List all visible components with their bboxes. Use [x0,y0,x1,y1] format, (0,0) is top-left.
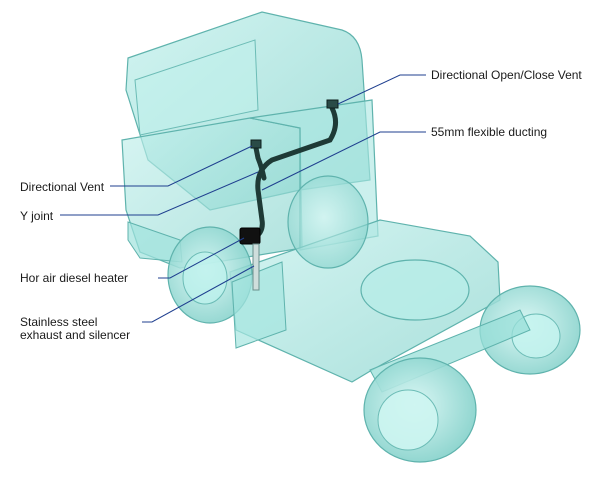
leader-directional-open-close-vent [337,74,426,105]
label-directional-open-close-vent: Directional Open/Close Vent [431,68,582,82]
directional-vent-part [250,139,262,149]
leader-directional-vent [110,145,253,187]
leader-y-joint [60,171,259,216]
exhaust-pipe-part [252,243,260,291]
leader-exhaust [142,265,255,323]
front-wheel-left-hub [182,251,228,305]
label-exhaust-line1: Stainless steel [20,315,98,329]
rear-wheel-left-hub [377,389,439,451]
fifth-wheel [360,259,470,321]
side-tank [231,261,287,349]
label-heater: Hor air diesel heater [20,271,129,285]
label-directional-vent: Directional Vent [20,180,105,194]
y-joint-branch [253,145,267,181]
leader-heater [158,237,245,279]
windshield [134,39,259,136]
label-y-joint: Y joint [20,209,54,223]
directional-open-close-vent-part [326,99,339,109]
diesel-heater-part [239,227,261,245]
front-bumper [127,221,183,263]
label-flexible-ducting: 55mm flexible ducting [431,125,548,139]
label-exhaust-line2: exhaust and silencer [20,328,131,342]
front-wheel-right [287,175,369,269]
leader-flexible-ducting [261,131,426,191]
